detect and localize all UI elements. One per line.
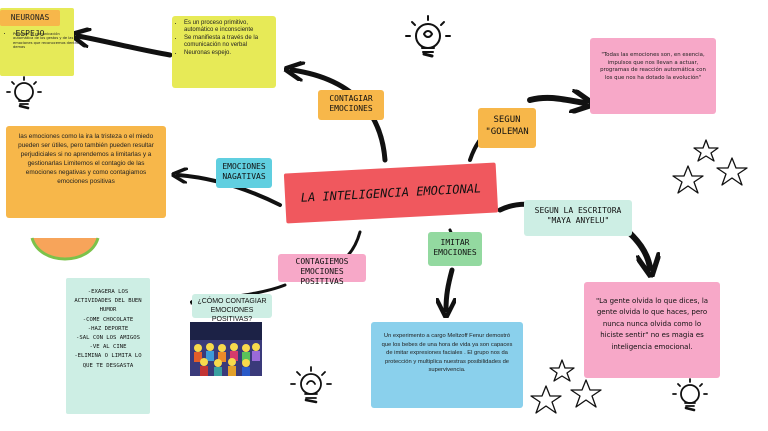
- contagiar-item: Es un proceso primitivo, automático e in…: [184, 20, 273, 34]
- contagiar-label: CONTAGIAR EMOCIONES: [318, 90, 384, 120]
- neuronas-title: NEURONAS ESPEJO: [0, 10, 60, 38]
- positivas-list-box: -EXAGERA LOS ACTIVIDADES DEL BUEN HUMOR …: [66, 278, 150, 414]
- cinema-image: [190, 322, 262, 376]
- positivas-item: -HAZ DEPORTE: [87, 325, 129, 332]
- star-icon: [530, 359, 602, 414]
- imitar-label: IMITAR EMOCIONES: [428, 232, 482, 266]
- arrow-to-neuronas: [78, 36, 173, 58]
- neuronas-list: Propician la comunicación automática de …: [4, 32, 79, 51]
- positivas-label: CONTAGIEMOS EMOCIONES POSITIVAS: [278, 254, 366, 286]
- goleman-quote-box: "Todas las emociones son, en esencia, im…: [590, 38, 716, 114]
- contagiar-item: Se manifiesta a través de la comunicació…: [184, 35, 273, 49]
- neuronas-item: Propician la comunicación automática de …: [13, 32, 79, 50]
- maya-quote: "La gente olvida lo que dices, la gente …: [595, 297, 709, 351]
- negativas-text: las emociones como la ira la tristeza o …: [18, 133, 154, 185]
- goleman-label: SEGUN "GOLEMAN: [478, 108, 536, 148]
- contagiar-item: Neuronas espejo.: [184, 50, 273, 57]
- imitar-text-box: Un experimento a cargo Meltzoff Fenur de…: [371, 322, 523, 408]
- positivas-item: -EXAGERA LOS ACTIVIDADES DEL BUEN HUMOR: [74, 289, 142, 314]
- contagiar-info-box: Es un proceso primitivo, automático e in…: [172, 16, 276, 88]
- negativas-label: EMOCIONES NAGATIVAS: [216, 158, 272, 188]
- arrow-imitar-text: [446, 267, 452, 310]
- arrow-goleman-quote: [527, 98, 585, 103]
- melon-slice-icon: [30, 237, 100, 261]
- negativas-text-box: las emociones como la ira la tristeza o …: [6, 126, 166, 218]
- positivas-item: -SAL CON LOS AMIGOS: [76, 335, 140, 342]
- maya-label: SEGUN LA ESCRITORA "MAYA ANYELU": [524, 200, 632, 236]
- imitar-text: Un experimento a cargo Meltzoff Fenur de…: [381, 333, 513, 374]
- lightbulb-icon: [405, 15, 451, 58]
- neuronas-espejo-box: NEURONAS ESPEJO Propician la comunicació…: [0, 8, 78, 76]
- como-contagiar-label: ¿CÓMO CONTAGIAR EMOCIONES POSITIVAS?: [192, 294, 272, 323]
- lightbulb-icon: [290, 366, 332, 404]
- lightbulb-icon: [672, 378, 708, 412]
- positivas-item: -COME CHOCOLATE: [82, 316, 134, 323]
- positivas-item: -VE AL CINE: [89, 344, 127, 351]
- maya-quote-box: "La gente olvida lo que dices, la gente …: [584, 282, 720, 378]
- goleman-quote: "Todas las emociones son, en esencia, im…: [600, 52, 706, 81]
- star-icon: [672, 139, 748, 194]
- positivas-item: -ELIMINA O LIMITA LO QUE TE DESGASTA: [74, 353, 142, 369]
- lightbulb-icon: [6, 76, 42, 110]
